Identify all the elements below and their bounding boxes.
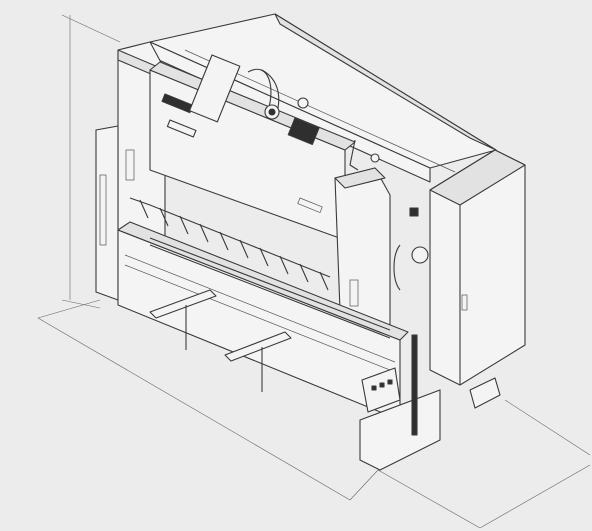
electrical-cabinet	[409, 149, 526, 409]
right-support-arm	[224, 331, 292, 362]
right-frame-top	[334, 167, 386, 189]
fitting	[370, 153, 380, 163]
height-extension-top	[61, 14, 121, 43]
ram-small-plate	[297, 197, 323, 214]
right-frame-plate	[334, 167, 391, 331]
table-groove-1	[124, 254, 396, 363]
hose-c	[349, 139, 359, 171]
pendant-button-1	[371, 385, 377, 391]
motor-block	[287, 117, 320, 145]
length-dimension-line	[37, 317, 351, 501]
hydraulic-unit	[188, 54, 380, 171]
rear-frame-edge	[274, 13, 497, 151]
upper-tooling	[129, 197, 331, 291]
cabinet-switch	[409, 207, 419, 217]
length-extension-left	[37, 299, 101, 319]
height-extension-bottom	[61, 299, 101, 309]
left-frame-window	[125, 149, 135, 181]
lower-beam	[117, 221, 441, 471]
die-line	[149, 237, 391, 331]
right-fitting	[411, 246, 429, 264]
depth-extension-a	[377, 469, 481, 529]
cabinet-foot	[469, 377, 501, 409]
hydraulic-hose-a	[247, 68, 272, 111]
oil-filler-cap	[297, 97, 309, 109]
front-supports	[149, 289, 292, 392]
valve-block	[188, 54, 241, 123]
cabinet-handle	[461, 294, 468, 311]
pendant-body	[361, 367, 401, 413]
depth-dimension-line	[479, 464, 591, 529]
punch-holder-line	[129, 197, 331, 278]
left-cylinder-guard	[95, 125, 119, 301]
depth-extension-b	[504, 399, 591, 456]
cabinet-top	[429, 149, 526, 206]
right-hose-loop	[393, 244, 401, 291]
pendant-button-2	[379, 382, 385, 388]
punch-clamps	[139, 199, 329, 291]
right-base-block	[359, 389, 441, 471]
right-base-slot	[411, 334, 418, 436]
right-side-frame	[334, 167, 429, 331]
control-pendant	[361, 367, 401, 413]
die-line-lower	[149, 244, 391, 339]
left-guard-slot	[99, 174, 107, 246]
table-groove-2	[124, 264, 396, 373]
pendant-button-3	[387, 379, 393, 385]
gauge-center	[268, 108, 276, 116]
right-frame-window	[349, 279, 359, 307]
length-extension-right	[349, 469, 379, 501]
left-support-arm	[149, 289, 217, 319]
dimension-lines	[37, 14, 591, 529]
model-plate	[166, 119, 197, 138]
lower-tooling	[149, 237, 391, 339]
